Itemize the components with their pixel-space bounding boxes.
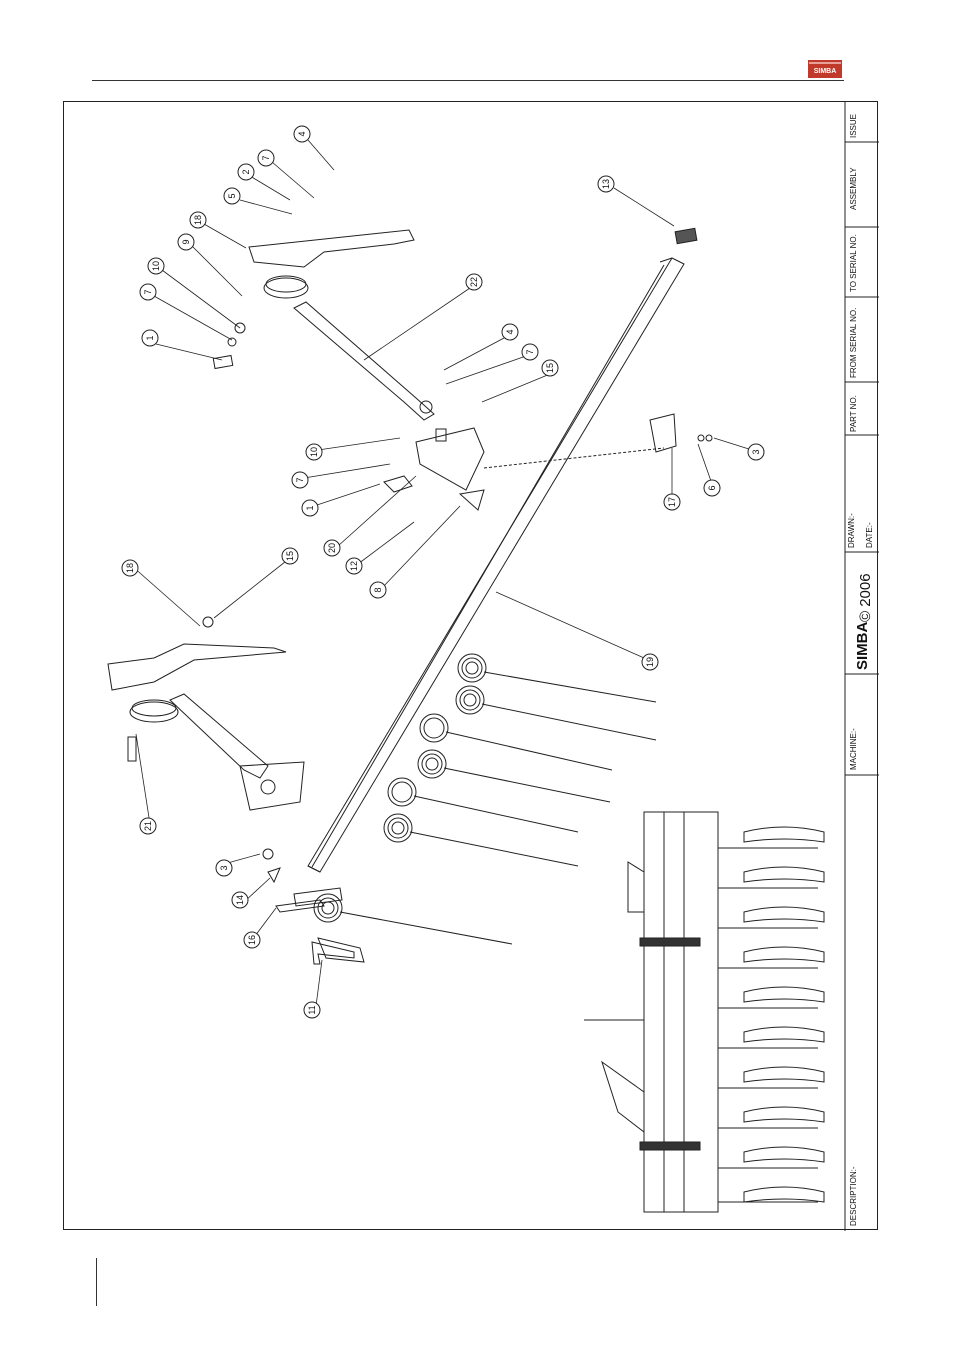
end-cap bbox=[675, 228, 697, 243]
callout-9: 9 bbox=[178, 234, 194, 250]
svg-text:3: 3 bbox=[219, 865, 229, 870]
callout-19: 19 bbox=[642, 654, 658, 670]
copyright: © 2006 bbox=[857, 573, 874, 622]
svg-text:14: 14 bbox=[235, 895, 245, 905]
drawing-frame: ISSUE ASSEMBLY TO SERIAL NO. FROM SERIAL… bbox=[63, 101, 878, 1230]
issue-label: ISSUE bbox=[849, 114, 858, 138]
callout-18a: 18 bbox=[190, 212, 206, 228]
callout-7c: 7 bbox=[522, 344, 538, 360]
tine-assemblies bbox=[294, 654, 656, 962]
svg-text:15: 15 bbox=[285, 551, 295, 561]
svg-text:3: 3 bbox=[751, 449, 761, 454]
assembly-label: ASSEMBLY bbox=[849, 167, 858, 210]
callout-1b: 1 bbox=[302, 500, 318, 516]
parts-diagram: ISSUE ASSEMBLY TO SERIAL NO. FROM SERIAL… bbox=[64, 102, 879, 1231]
lower-bracket bbox=[108, 617, 304, 810]
svg-text:7: 7 bbox=[295, 477, 305, 482]
svg-text:2: 2 bbox=[241, 169, 251, 174]
callout-6: 6 bbox=[704, 480, 720, 496]
machine-label: MACHINE:- bbox=[849, 728, 858, 770]
svg-text:10: 10 bbox=[309, 447, 319, 457]
callout-8: 8 bbox=[370, 582, 386, 598]
callout-12: 12 bbox=[346, 558, 362, 574]
callout-7b: 7 bbox=[140, 284, 156, 300]
svg-text:7: 7 bbox=[143, 289, 153, 294]
svg-text:11: 11 bbox=[307, 1005, 317, 1014]
callout-4b: 4 bbox=[502, 324, 518, 340]
svg-text:4: 4 bbox=[297, 131, 307, 136]
callout-10a: 10 bbox=[148, 258, 164, 274]
header-rule bbox=[92, 80, 844, 81]
from-serial-label: FROM SERIAL NO. bbox=[849, 308, 858, 378]
svg-text:15: 15 bbox=[545, 363, 555, 373]
frame-overview bbox=[584, 812, 824, 1212]
callout-18b: 18 bbox=[122, 560, 138, 576]
svg-text:8: 8 bbox=[373, 587, 383, 592]
callout-3a: 3 bbox=[748, 444, 764, 460]
upper-bracket bbox=[213, 230, 434, 420]
svg-text:5: 5 bbox=[227, 193, 237, 198]
svg-text:20: 20 bbox=[327, 543, 337, 553]
callout-5: 5 bbox=[224, 188, 240, 204]
to-serial-label: TO SERIAL NO. bbox=[849, 234, 858, 292]
svg-text:12: 12 bbox=[349, 561, 359, 571]
svg-text:1: 1 bbox=[145, 335, 155, 340]
callout-15a: 15 bbox=[542, 360, 558, 376]
margin-rule bbox=[96, 1258, 97, 1306]
drawn-label: DRAWN:- bbox=[847, 513, 856, 548]
callout-15b: 15 bbox=[282, 548, 298, 564]
svg-text:1: 1 bbox=[305, 505, 315, 510]
callout-20: 20 bbox=[324, 540, 340, 556]
simba-logo: SIMBA bbox=[808, 60, 842, 78]
callout-7a: 7 bbox=[258, 150, 274, 166]
callout-17: 17 bbox=[664, 494, 680, 510]
svg-text:4: 4 bbox=[505, 329, 515, 334]
callout-14: 14 bbox=[232, 892, 248, 908]
callout-10b: 10 bbox=[306, 444, 322, 460]
svg-text:6: 6 bbox=[707, 485, 717, 490]
callout-2: 2 bbox=[238, 164, 254, 180]
svg-text:17: 17 bbox=[667, 497, 677, 507]
callout-4a: 4 bbox=[294, 126, 310, 142]
callout-13: 13 bbox=[598, 176, 614, 192]
callout-3b: 3 bbox=[216, 860, 232, 876]
middle-bracket bbox=[384, 414, 712, 510]
svg-text:10: 10 bbox=[151, 261, 161, 271]
svg-text:16: 16 bbox=[247, 935, 257, 945]
svg-text:SIMBA: SIMBA bbox=[814, 68, 837, 75]
svg-text:13: 13 bbox=[601, 179, 611, 189]
callout-11: 11 bbox=[304, 1002, 320, 1018]
callout-16: 16 bbox=[244, 932, 260, 948]
description-label: DESCRIPTION:- bbox=[849, 1166, 858, 1226]
part-no-label: PART NO. bbox=[849, 395, 858, 432]
date-label: DATE:- bbox=[865, 522, 874, 548]
callout-21: 21 bbox=[140, 818, 156, 834]
svg-text:21: 21 bbox=[143, 821, 153, 831]
svg-text:19: 19 bbox=[645, 657, 655, 667]
callout-7d: 7 bbox=[292, 472, 308, 488]
svg-text:9: 9 bbox=[181, 239, 191, 244]
svg-text:22: 22 bbox=[469, 277, 479, 287]
callout-22: 22 bbox=[466, 274, 482, 290]
svg-text:7: 7 bbox=[261, 155, 271, 160]
brand-mark: SIMBA bbox=[854, 622, 871, 671]
callout-1a: 1 bbox=[142, 330, 158, 346]
main-tube bbox=[308, 258, 684, 872]
svg-text:7: 7 bbox=[525, 349, 535, 354]
svg-text:18: 18 bbox=[125, 563, 135, 573]
svg-text:18: 18 bbox=[193, 215, 203, 225]
